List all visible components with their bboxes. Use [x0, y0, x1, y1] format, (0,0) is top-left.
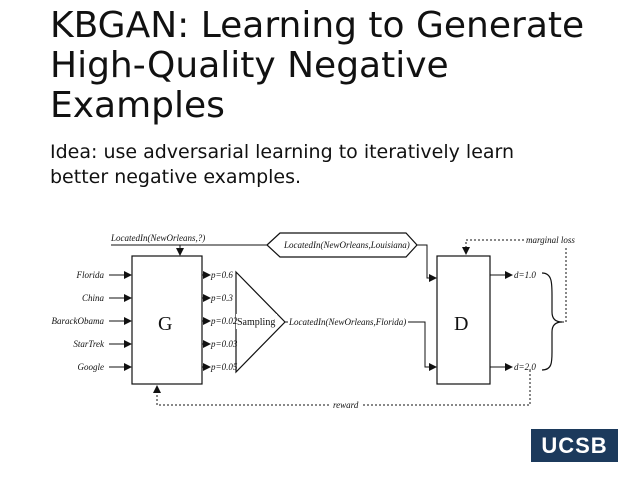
candidate-china: China — [82, 293, 105, 303]
slide-title: KBGAN: Learning to Generate High-Quality… — [50, 6, 610, 126]
top-query: LocatedIn(NewOrleans,?) — [110, 233, 205, 243]
sampling-label-bg — [236, 314, 277, 329]
distance-negative: d=2.0 — [514, 362, 536, 372]
reward-label: reward — [333, 400, 359, 410]
prob-startrek: p=0.03 — [210, 339, 238, 349]
ucsb-logo: UCSB — [531, 429, 618, 462]
candidate-google: Google — [78, 362, 105, 372]
subtitle-line-1: Idea: use adversarial learning to iterat… — [50, 141, 515, 163]
reward-bg — [331, 399, 361, 411]
marginal-loss-bg — [524, 234, 580, 246]
prob-china: p=0.3 — [210, 293, 233, 303]
prob-google: p=0.05 — [210, 362, 238, 372]
negative-example: LocatedIn(NewOrleans,Florida) — [288, 317, 406, 327]
negative-to-d-arrow — [408, 321, 437, 371]
distance-brace — [541, 272, 563, 371]
marginal-loss-label: marginal loss — [526, 235, 575, 245]
generator-label: G — [158, 313, 172, 335]
title-line-2: High-Quality Negative — [50, 45, 449, 86]
title-line-1: KBGAN: Learning to Generate — [50, 5, 585, 46]
candidate-inputs: Florida China BarackObama StarTrek Googl… — [52, 270, 132, 372]
generator-box — [131, 255, 203, 385]
prob-florida: p=0.6 — [210, 270, 233, 280]
distance-positive: d=1.0 — [514, 270, 536, 280]
title-line-3: Examples — [50, 85, 225, 126]
slide-subtitle: Idea: use adversarial learning to iterat… — [50, 140, 570, 190]
prob-barackobama: p=0.02 — [210, 316, 238, 326]
candidate-barackobama: BarackObama — [52, 316, 105, 326]
candidate-florida: Florida — [75, 270, 104, 280]
discriminator-box — [436, 255, 491, 385]
positive-to-d-arrow — [417, 244, 437, 282]
sampling-label: Sampling — [237, 317, 275, 328]
positive-example: LocatedIn(NewOrleans,Louisiana) — [283, 240, 410, 250]
probability-outputs: p=0.6 p=0.3 p=0.02 p=0.03 p=0.05 — [202, 270, 238, 372]
candidate-startrek: StarTrek — [73, 339, 105, 349]
discriminator-label: D — [454, 313, 468, 335]
subtitle-line-2: better negative examples. — [50, 166, 302, 188]
